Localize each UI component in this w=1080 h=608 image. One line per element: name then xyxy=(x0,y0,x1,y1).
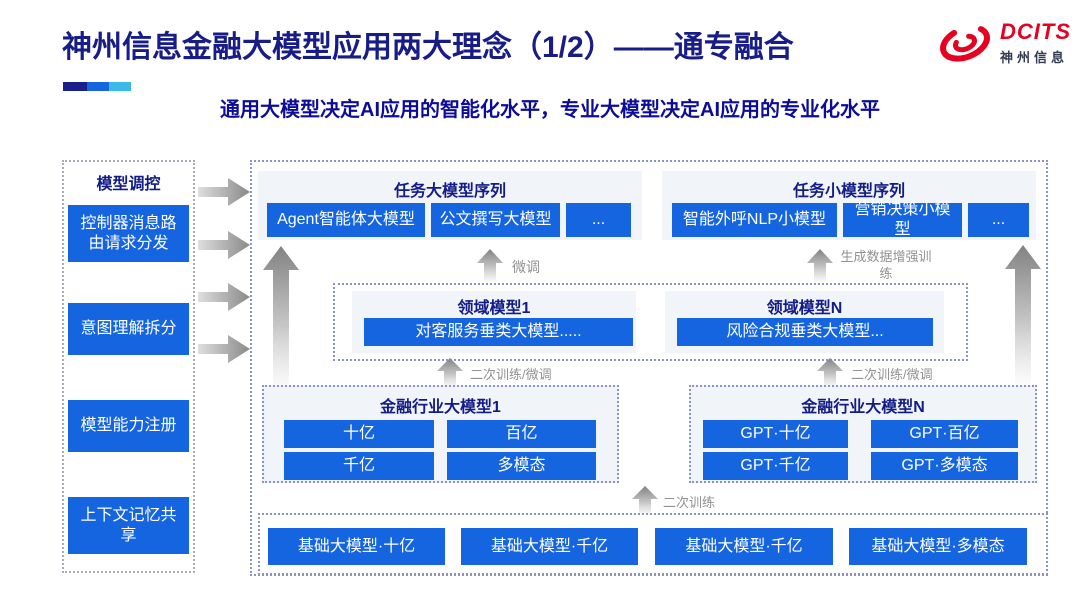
sidebar-item-capability-register: 模型能力注册 xyxy=(68,400,189,452)
model-customer-service-vertical: 对客服务垂类大模型..... xyxy=(364,318,633,346)
up-arrow-icon xyxy=(437,358,463,388)
model-gpt-100b: GPT·千亿 xyxy=(703,452,848,480)
sidebar-item-controller-routing: 控制器消息路由请求分发 xyxy=(68,205,189,262)
model-marketing-decision-small: 营销决策小模型 xyxy=(843,201,962,238)
right-arrow-icon xyxy=(198,178,250,206)
secondary-training-finetune-right-label: 二次训练/微调 xyxy=(851,367,933,382)
up-arrow-tall-icon xyxy=(263,246,299,390)
task-large-series-title: 任务大模型序列 xyxy=(393,183,506,200)
secondary-training-finetune-left-label: 二次训练/微调 xyxy=(470,367,552,382)
right-arrow-icon xyxy=(198,335,250,363)
logo-brand: DCITS xyxy=(1000,18,1071,44)
generate-data-training-label: 生成数据增强训练 xyxy=(840,249,932,281)
model-100b: 千亿 xyxy=(284,452,434,480)
model-large-ellipsis: ... xyxy=(566,203,631,237)
dcits-swirl-icon xyxy=(940,24,990,62)
base-model-100b-a: 基础大模型·千亿 xyxy=(461,528,638,565)
domain-model-n-title: 领域模型N xyxy=(766,300,843,317)
right-arrow-icon xyxy=(198,283,250,311)
model-control-panel: 模型调控 xyxy=(62,160,195,573)
model-small-ellipsis: ... xyxy=(968,203,1029,237)
model-control-title: 模型调控 xyxy=(96,176,161,193)
up-arrow-icon xyxy=(477,249,503,283)
finetune-label: 微调 xyxy=(512,259,540,275)
base-model-100b-b: 基础大模型·千亿 xyxy=(655,528,833,565)
model-gpt-multimodal: GPT·多模态 xyxy=(871,452,1018,480)
up-arrow-icon xyxy=(632,486,658,516)
subtitle: 通用大模型决定AI应用的智能化水平，专业大模型决定AI应用的专业化水平 xyxy=(220,99,880,121)
dcits-logo: DCITS 神州信息 xyxy=(938,20,1071,66)
up-arrow-icon xyxy=(817,358,843,388)
up-arrow-tall-icon xyxy=(1005,245,1041,385)
task-small-series-title: 任务小模型序列 xyxy=(792,183,905,200)
right-arrow-icon xyxy=(198,231,250,259)
model-multimodal: 多模态 xyxy=(447,452,596,480)
industry-model-1-title: 金融行业大模型1 xyxy=(380,399,501,416)
model-document-writing-large: 公文撰写大模型 xyxy=(431,203,560,237)
up-arrow-icon xyxy=(807,249,833,283)
sidebar-item-intent-split: 意图理解拆分 xyxy=(68,303,189,355)
base-model-multimodal: 基础大模型·多模态 xyxy=(849,528,1027,565)
base-model-1b: 基础大模型·十亿 xyxy=(268,528,445,565)
page-title: 神州信息金融大模型应用两大理念（1/2）——通专融合 xyxy=(62,31,794,64)
model-10b: 百亿 xyxy=(447,420,596,448)
logo-brand-cn: 神州信息 xyxy=(1000,49,1069,65)
model-risk-compliance-vertical: 风险合规垂类大模型... xyxy=(677,318,933,346)
model-gpt-10b: GPT·百亿 xyxy=(871,420,1018,448)
model-1b: 十亿 xyxy=(284,420,434,448)
sidebar-item-context-memory: 上下文记忆共享 xyxy=(68,497,189,554)
architecture-outer-box xyxy=(250,160,1048,576)
model-agent-large: Agent智能体大模型 xyxy=(267,203,425,237)
title-accent-bar xyxy=(63,82,131,91)
domain-model-1-title: 领域模型1 xyxy=(457,300,531,317)
logo-text: DCITS 神州信息 xyxy=(1000,18,1071,66)
secondary-training-label: 二次训练 xyxy=(663,495,716,510)
model-outbound-nlp-small: 智能外呼NLP小模型 xyxy=(672,203,837,237)
model-gpt-1b: GPT·十亿 xyxy=(703,420,848,448)
industry-model-n-title: 金融行业大模型N xyxy=(801,399,925,416)
